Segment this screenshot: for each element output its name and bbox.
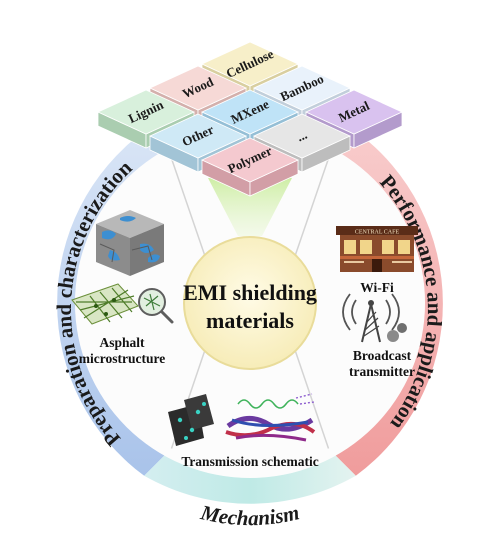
broadcast-label-line1: Broadcast [353, 348, 412, 363]
asphalt-panel: Asphalt microstructure [71, 210, 174, 366]
asphalt-label-line2: microstructure [79, 351, 165, 366]
transmission-label: Transmission schematic [181, 454, 318, 469]
transmission-panel: Transmission schematic [168, 393, 319, 469]
center-circle [183, 236, 317, 370]
shielding-block-icon [168, 394, 214, 446]
material-beam [208, 178, 292, 236]
ring-label-bottom: Mechanism [198, 500, 302, 530]
asphalt-label-line1: Asphalt [99, 335, 145, 350]
asphalt-cube-icon [96, 210, 164, 276]
fiber-network-icon [225, 393, 316, 442]
broadcast-tower-icon [342, 293, 407, 343]
fiber-mesh-icon [71, 283, 139, 325]
cafe-building-icon: CENTRAL CAFE [336, 226, 418, 272]
magnifier-icon [138, 288, 174, 324]
divider-bottom-right [293, 346, 330, 449]
ring-left-segment [57, 131, 172, 476]
wifi-label: Wi-Fi [360, 280, 394, 295]
wifi-panel: CENTRAL CAFE Wi-Fi Broadcast transmitter [336, 226, 418, 379]
cafe-sign: CENTRAL CAFE [355, 230, 400, 236]
center-title-line2: materials [206, 308, 294, 333]
material-tile: ... [253, 113, 351, 173]
center-title-line1: EMI shielding [183, 280, 317, 305]
material-tiles: CelluloseBambooWoodMetalMXeneLignin...Ot… [97, 41, 403, 197]
divider-top-right [293, 158, 330, 260]
divider-top-left [170, 158, 207, 260]
ring-right-segment [328, 131, 443, 476]
material-tile: Polymer [201, 137, 299, 197]
broadcast-label-line2: transmitter [349, 364, 415, 379]
